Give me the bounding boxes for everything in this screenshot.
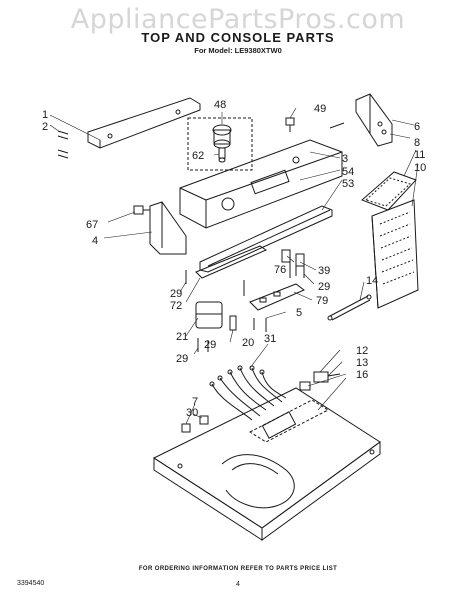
callout-39: 39 <box>318 265 330 277</box>
part-number-code: 3394540 <box>17 580 45 587</box>
page-subtitle: For Model: LE9380XTW0 <box>194 46 282 55</box>
callout-7: 7 <box>192 396 198 408</box>
callout-13: 13 <box>356 357 368 369</box>
callout-6: 6 <box>414 121 420 133</box>
callout-16: 16 <box>356 369 368 381</box>
console-light-part <box>361 171 417 211</box>
ordering-note: FOR ORDERING INFORMATION REFER TO PARTS … <box>138 566 338 572</box>
callout-54: 54 <box>342 166 354 178</box>
callout-49: 49 <box>314 103 326 115</box>
screw-part <box>57 130 69 159</box>
callout-31: 31 <box>264 333 276 345</box>
callout-29-mid: 29 <box>204 339 216 351</box>
callout-5: 5 <box>296 307 302 319</box>
callout-29-left: 29 <box>170 288 182 300</box>
callout-53: 53 <box>342 178 354 190</box>
callout-14: 14 <box>366 275 378 287</box>
callout-12: 12 <box>356 345 368 357</box>
switch-part <box>281 249 305 278</box>
callout-76: 76 <box>274 264 286 276</box>
callout-72: 72 <box>170 300 182 312</box>
callout-10: 10 <box>414 162 426 174</box>
callout-4: 4 <box>92 235 98 247</box>
wire-harness-part <box>209 365 287 421</box>
callout-62: 62 <box>192 150 204 162</box>
callout-2: 2 <box>42 121 48 133</box>
callout-30: 30 <box>186 407 198 419</box>
page-number: 4 <box>236 581 240 588</box>
leader-lines <box>49 107 419 425</box>
callout-3: 3 <box>342 153 348 165</box>
callout-8: 8 <box>414 137 420 149</box>
switch-bracket-part <box>249 283 305 311</box>
callout-1: 1 <box>42 109 48 121</box>
top-panel-part <box>152 387 381 541</box>
callout-20: 20 <box>242 337 254 349</box>
right-endcap-part <box>355 93 393 147</box>
harness-connector-part <box>299 371 341 391</box>
callout-21: 21 <box>176 331 188 343</box>
support-rail-part <box>195 245 268 279</box>
watermark-logo: AppliancePartsPros.com <box>70 4 406 35</box>
page-title: TOP AND CONSOLE PARTS <box>141 30 335 45</box>
wire-rod-part <box>327 294 372 321</box>
rear-panel-part <box>371 199 419 309</box>
callout-48: 48 <box>214 99 226 111</box>
rear-bracket-part <box>87 97 201 149</box>
screw-part <box>185 262 305 352</box>
callout-79: 79 <box>316 295 328 307</box>
callout-29-low: 29 <box>176 353 188 365</box>
screw-part <box>285 117 295 132</box>
console-panel-part <box>179 139 343 229</box>
callout-11: 11 <box>414 149 425 161</box>
timer-knob-part <box>187 117 253 171</box>
screw-part <box>133 122 345 215</box>
timer-motor-part <box>195 301 237 331</box>
callout-29-right: 29 <box>318 281 330 293</box>
callout-labels: 1 2 48 62 49 6 8 11 10 3 54 53 67 4 76 3… <box>42 99 426 419</box>
callout-67: 67 <box>86 219 98 231</box>
left-endcap-part <box>149 201 187 255</box>
